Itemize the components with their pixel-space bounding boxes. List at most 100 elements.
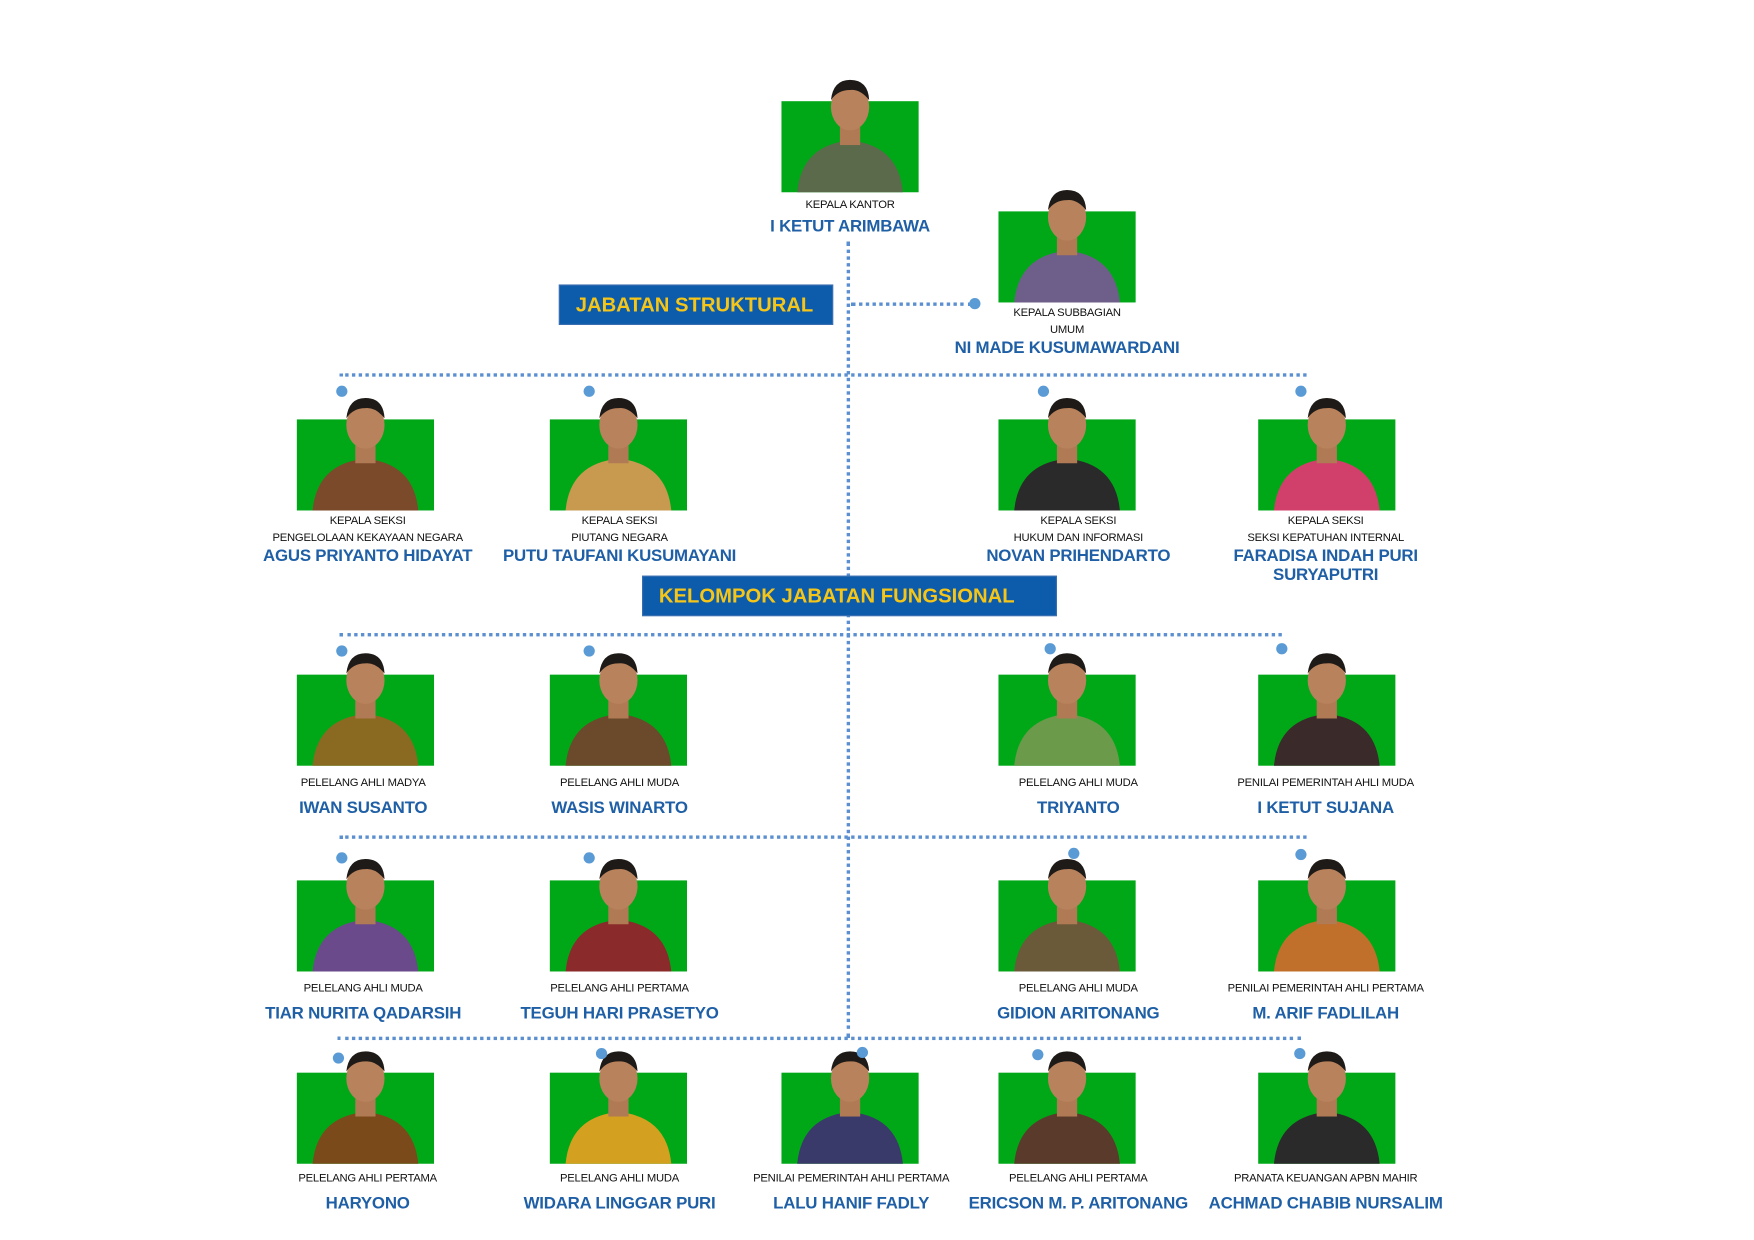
person-role: PELELANG AHLI MUDA <box>217 980 509 997</box>
person-name: I KETUT ARIMBAWA <box>770 217 930 237</box>
person-silhouette-icon <box>312 398 419 511</box>
connector-dot <box>583 852 595 864</box>
role-title: PELELANG AHLI MADYA <box>300 776 426 790</box>
role-title: PELELANG AHLI MUDA <box>560 776 680 790</box>
person-silhouette-icon <box>1014 653 1120 766</box>
person-silhouette-icon <box>565 653 672 766</box>
person-name: TRIYANTO <box>1037 798 1120 818</box>
person-name: PUTU TAUFANI KUSUMAYANI <box>502 546 737 566</box>
person-name: ACHMAD CHABIB NURSALIM <box>1208 1194 1443 1214</box>
person-photo <box>998 190 1136 303</box>
person-photo <box>549 398 688 511</box>
person-name: GIDION ARITONANG <box>997 1004 1160 1024</box>
role-title: PRANATA KEUANGAN APBN MAHIR <box>1233 1172 1418 1186</box>
role-title: PENILAI PEMERINTAH AHLI PERTAMA <box>753 1172 950 1186</box>
connector-row-2 <box>339 633 1282 637</box>
person-name: HARYONO <box>325 1194 410 1214</box>
role-title: KEPALA SEKSI <box>581 514 658 528</box>
connector-row-4 <box>337 1036 1301 1041</box>
person-photo <box>781 1051 919 1164</box>
person-photo <box>998 859 1136 972</box>
role-title: PELELANG AHLI PERTAMA <box>298 1172 437 1186</box>
person-role: PENILAI PEMERINTAH AHLI PERTAMA <box>1179 980 1471 997</box>
connector-dot <box>595 1047 608 1060</box>
person-role: PELELANG AHLI MUDA <box>932 980 1224 997</box>
connector-dot <box>336 385 348 397</box>
person-role: PELELANG AHLI MADYA <box>217 775 509 792</box>
connector-dot <box>856 1046 869 1059</box>
person-photo <box>296 859 435 972</box>
person-name: IWAN SUSANTO <box>299 798 428 818</box>
person-photo <box>549 859 688 972</box>
person-role: PENILAI PEMERINTAH AHLI MUDA <box>1179 775 1471 792</box>
connector-dot <box>332 1052 345 1064</box>
person-name: M. ARIF FADLILAH <box>1252 1004 1399 1024</box>
connector-dot <box>1044 643 1056 655</box>
person-photo <box>549 653 688 766</box>
person-role: PELELANG AHLI MUDA <box>932 775 1224 792</box>
person-photo <box>1258 653 1396 766</box>
connector-dot <box>336 852 348 864</box>
person-name: TEGUH HARI PRASETYO <box>520 1004 719 1024</box>
role-title: KEPALA SEKSI <box>1040 514 1117 528</box>
person-name: NI MADE KUSUMAWARDANI <box>954 338 1180 358</box>
connector-dot <box>1295 385 1307 397</box>
person-name: I KETUT SUJANA <box>1257 798 1394 818</box>
person-silhouette-icon <box>1014 859 1120 972</box>
connector-dot <box>336 645 348 657</box>
person-name: TIAR NURITA QADARSIH <box>265 1004 462 1024</box>
person-name: WIDARA LINGGAR PURI <box>523 1194 716 1214</box>
connector-dot <box>583 385 595 397</box>
connector-row-1 <box>339 373 1307 377</box>
person-role: PELELANG AHLI MUDA <box>473 775 765 792</box>
person-photo <box>1258 1051 1396 1164</box>
role-unit: PENGELOLAAN KEKAYAAN NEGARA <box>272 531 463 545</box>
person-name: LALU HANIF FADLY <box>773 1194 930 1214</box>
section-structural: JABATAN STRUKTURAL <box>558 284 834 325</box>
person-role: PELELANG AHLI PERTAMA <box>932 1171 1224 1188</box>
person-silhouette-icon <box>1273 653 1380 766</box>
person-role: PRANATA KEUANGAN APBN MAHIR <box>1179 1171 1471 1188</box>
person-photo <box>998 653 1136 766</box>
person-silhouette-icon <box>797 79 903 193</box>
person-name: AGUS PRIYANTO HIDAYAT <box>263 546 473 566</box>
person-photo <box>549 1051 688 1164</box>
person-photo <box>1258 859 1396 972</box>
connector-trunk <box>846 241 851 1038</box>
person-photo <box>998 398 1136 511</box>
section-functional: KELOMPOK JABATAN FUNGSIONAL <box>642 575 1057 617</box>
role-title: KEPALA KANTOR <box>805 199 895 212</box>
role-title: PELELANG AHLI MUDA <box>1018 982 1138 996</box>
connector-dot <box>1032 1049 1044 1061</box>
person-silhouette-icon <box>312 1051 419 1164</box>
connector-dot <box>1294 1047 1306 1060</box>
person-silhouette-icon <box>1014 190 1120 303</box>
person-silhouette-icon <box>312 653 419 766</box>
person-silhouette-icon <box>1014 398 1120 511</box>
role-unit: PIUTANG NEGARA <box>571 531 668 545</box>
person-silhouette-icon <box>797 1051 903 1164</box>
person-silhouette-icon <box>565 859 672 972</box>
connector-row-3 <box>339 835 1307 839</box>
person-role: PELELANG AHLI PERTAMA <box>473 980 765 997</box>
connector-dot <box>1068 847 1080 860</box>
connector-subbagian <box>851 302 973 306</box>
role-title: PELELANG AHLI MUDA <box>560 1172 680 1186</box>
person-photo <box>998 1051 1136 1164</box>
role-title: KEPALA SUBBAGIAN <box>1013 306 1121 320</box>
connector-dot <box>969 297 981 310</box>
role-title: KEPALA SEKSI <box>1287 514 1364 528</box>
person-photo <box>1258 398 1396 511</box>
person-photo <box>296 398 435 511</box>
person-role: KEPALA KANTOR <box>704 197 996 214</box>
connector-dot <box>1037 385 1050 397</box>
role-unit: HUKUM DAN INFORMASI <box>1013 531 1144 545</box>
role-title: PELELANG AHLI MUDA <box>303 982 423 996</box>
role-title: PELELANG AHLI PERTAMA <box>550 982 689 996</box>
person-name: ERICSON M. P. ARITONANG <box>968 1194 1189 1214</box>
connector-dot <box>583 645 595 657</box>
person-role: PENILAI PEMERINTAH AHLI PERTAMA <box>705 1171 997 1188</box>
